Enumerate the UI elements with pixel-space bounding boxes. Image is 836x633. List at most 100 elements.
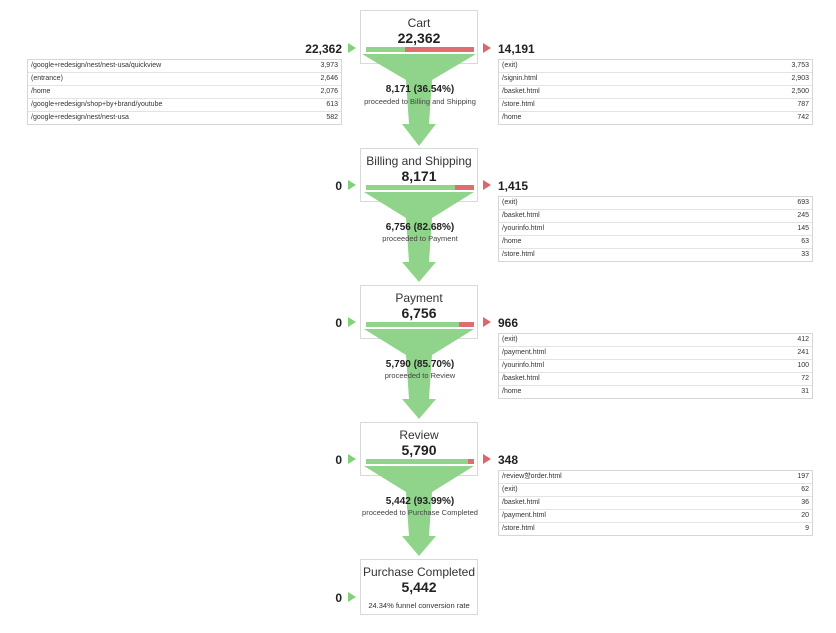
entrance-arrow-icon	[348, 180, 356, 190]
funnel-conversion-rate: 24.34% funnel conversion rate	[368, 601, 470, 610]
stage-value: 6,756	[401, 305, 437, 321]
table-row[interactable]: (exit) 3,753	[499, 60, 812, 73]
page-count: 245	[797, 212, 809, 219]
page-count: 72	[801, 375, 809, 382]
exit-arrow-icon	[483, 454, 491, 464]
table-row[interactable]: /home 2,076	[28, 86, 341, 99]
page-path: /store.html	[502, 251, 535, 258]
entrances-value: 0	[335, 179, 342, 193]
page-path: (exit)	[502, 199, 518, 206]
stage-value: 5,790	[401, 442, 437, 458]
stage-name: Payment	[395, 291, 443, 305]
table-row[interactable]: /payment.html 241	[499, 347, 812, 360]
page-path: /store.html	[502, 101, 535, 108]
entrance-arrow-icon	[348, 43, 356, 53]
flow-count: 8,171 (36.54%)	[385, 84, 455, 95]
stage-name: Review	[399, 428, 439, 442]
page-path: (exit)	[502, 336, 518, 343]
entrances-value: 0	[335, 591, 342, 605]
page-path: /google+redesign/nest/nest-usa	[31, 114, 129, 121]
exit-arrow-icon	[483, 180, 491, 190]
flow-count: 5,442 (93.99%)	[385, 496, 455, 507]
entrance-arrow-icon	[348, 454, 356, 464]
page-path: (exit)	[502, 486, 518, 493]
stage-name: Billing and Shipping	[366, 154, 472, 168]
page-path: /payment.html	[502, 349, 546, 356]
stage-purchase-completed[interactable]: Purchase Completed 5,442	[360, 559, 478, 615]
table-row[interactable]: /review향order.html 197	[499, 471, 812, 484]
page-count: 412	[797, 336, 809, 343]
table-row[interactable]: /signin.html 2,903	[499, 73, 812, 86]
page-count: 2,076	[320, 88, 338, 95]
page-count: 145	[797, 225, 809, 232]
page-path: /google+redesign/shop+by+brand/youtube	[31, 101, 163, 108]
page-count: 3,753	[791, 62, 809, 69]
table-row[interactable]: /basket.html 72	[499, 373, 812, 386]
entrance-arrow-icon	[348, 317, 356, 327]
stage-progress-fill	[366, 185, 456, 190]
exits-value: 966	[498, 316, 519, 330]
page-path: /signin.html	[502, 75, 538, 82]
entrances-value: 22,362	[305, 42, 342, 56]
flow-label: proceeded to Purchase Completed	[362, 508, 478, 517]
stage-progress-bar	[366, 185, 474, 190]
table-row[interactable]: (exit) 62	[499, 484, 812, 497]
stage-value: 5,442	[401, 579, 437, 595]
flow-count: 6,756 (82.68%)	[385, 222, 455, 233]
stage-progress-bar	[366, 322, 474, 327]
page-path: /basket.html	[502, 499, 540, 506]
entrances-value: 0	[335, 316, 342, 330]
exit-arrow-icon	[483, 317, 491, 327]
entrance-pages-table: /google+redesign/nest/nest-usa/quickview…	[27, 59, 342, 125]
entrances-value: 0	[335, 453, 342, 467]
stage-value: 8,171	[401, 168, 437, 184]
page-path: /home	[502, 114, 522, 121]
stage-progress-bar	[366, 47, 474, 52]
table-row[interactable]: (exit) 412	[499, 334, 812, 347]
page-count: 582	[326, 114, 338, 121]
table-row[interactable]: (entrance)2,646	[28, 73, 341, 86]
table-row[interactable]: /store.html 33	[499, 249, 812, 261]
table-row[interactable]: /google+redesign/nest/nest-usa/quickview…	[28, 60, 341, 73]
page-count: 33	[801, 251, 809, 258]
table-row[interactable]: /google+redesign/nest/nest-usa 582	[28, 112, 341, 124]
page-count: 100	[797, 362, 809, 369]
stage-value: 22,362	[397, 30, 441, 46]
funnel-connector	[360, 192, 478, 288]
page-path: /home	[502, 388, 522, 395]
page-count: 36	[801, 499, 809, 506]
exit-pages-table: (exit) 412 /payment.html 241 /yourinfo.htm…	[498, 333, 813, 399]
page-path: (entrance)	[31, 75, 63, 82]
page-count: 62	[801, 486, 809, 493]
flow-label: proceeded to Billing and Shipping	[364, 97, 476, 106]
page-path: (exit)	[502, 62, 518, 69]
page-path: /review향order.html	[502, 473, 562, 480]
page-count: 241	[797, 349, 809, 356]
page-count: 693	[797, 199, 809, 206]
exits-value: 14,191	[498, 42, 535, 56]
table-row[interactable]: (exit) 693	[499, 197, 812, 210]
page-path: /basket.html	[502, 375, 540, 382]
table-row[interactable]: /store.html 787	[499, 99, 812, 112]
page-count: 63	[801, 238, 809, 245]
table-row[interactable]: /basket.html 36	[499, 497, 812, 510]
exit-pages-table: /review향order.html 197 (exit) 62 /basket.h…	[498, 470, 813, 536]
flow-label: proceeded to Payment	[382, 234, 458, 243]
page-count: 197	[797, 473, 809, 480]
stage-name: Purchase Completed	[362, 565, 476, 579]
page-path: /home	[31, 88, 51, 95]
page-count: 20	[801, 512, 809, 519]
page-count: 787	[797, 101, 809, 108]
stage-progress-bar	[366, 459, 474, 464]
page-count: 2,903	[791, 75, 809, 82]
